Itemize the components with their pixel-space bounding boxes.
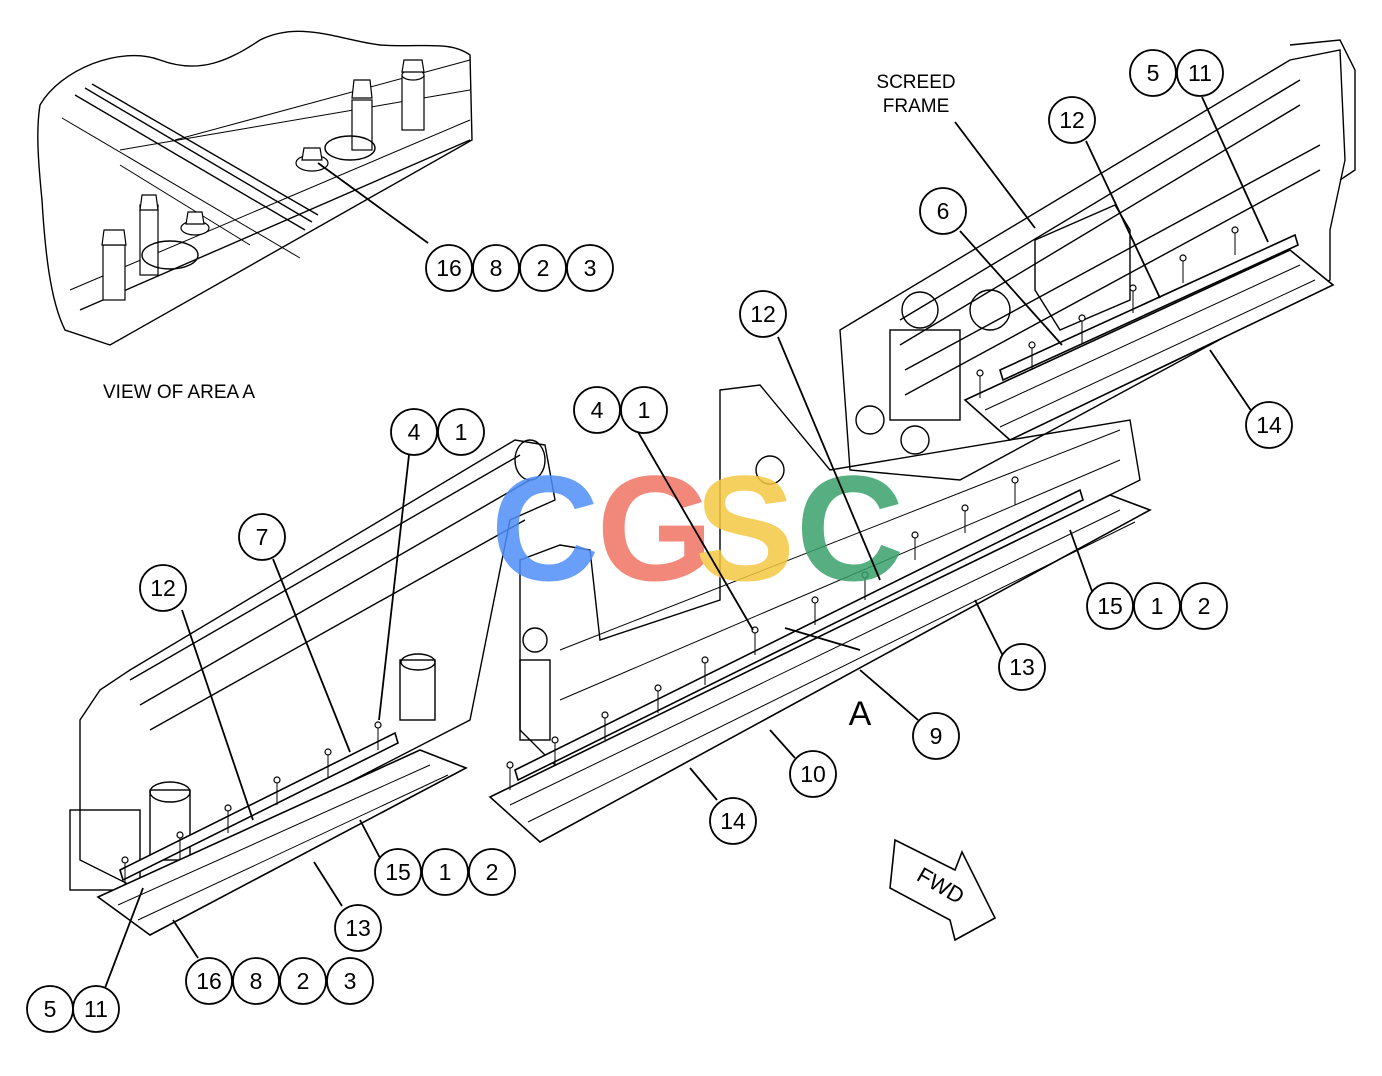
callout-top-right-12: 12 — [1048, 96, 1096, 144]
callout-right-15-1-2: 15 1 2 — [1086, 582, 1228, 630]
callout-15: 15 — [1097, 593, 1123, 619]
callout-bottom-16-8-2-3: 16 8 2 3 — [185, 957, 374, 1005]
strip-center-lower — [488, 494, 1152, 843]
callout-center-14: 14 — [709, 797, 757, 845]
callout-13: 13 — [1009, 654, 1035, 680]
callout-top-right-6: 6 — [919, 187, 967, 235]
callout-11: 11 — [1188, 60, 1212, 86]
area-a-marker: A — [849, 695, 872, 733]
watermark-c2: C — [796, 444, 904, 612]
screed-frame-label-line2: FRAME — [883, 96, 950, 117]
callout-1: 1 — [1151, 593, 1164, 619]
callout-4: 4 — [408, 419, 421, 445]
inset-caption: VIEW OF AREA A — [103, 382, 255, 403]
callout-5: 5 — [44, 996, 57, 1022]
callout-16: 16 — [436, 255, 462, 281]
strip-right-upper — [963, 249, 1335, 441]
callout-top-right-14: 14 — [1245, 401, 1293, 449]
callout-left-7: 7 — [238, 513, 286, 561]
screed-frame-label-line1: SCREED — [876, 72, 955, 93]
callout-right-13: 13 — [998, 643, 1046, 691]
callout-left-12: 12 — [139, 564, 187, 612]
callout-7: 7 — [256, 524, 269, 550]
inset-bolt-4 — [139, 194, 159, 276]
watermark-s: S — [695, 444, 795, 612]
callout-bottom-5-11: 5 11 — [26, 985, 120, 1033]
screed-frame-leader — [954, 121, 1036, 229]
callout-center-4-1: 4 1 — [573, 386, 668, 434]
callout-11: 11 — [84, 996, 108, 1022]
callout-2: 2 — [297, 968, 310, 994]
callout-inset-group: 16 8 2 3 — [425, 244, 614, 292]
callout-left-13: 13 — [334, 904, 382, 952]
callout-1: 1 — [455, 419, 468, 445]
callout-15: 15 — [385, 859, 411, 885]
callout-10: 10 — [800, 761, 826, 787]
inset-bolt-3 — [295, 147, 329, 172]
callout-top-right-5-11: 5 11 — [1129, 49, 1224, 97]
callout-12: 12 — [150, 575, 176, 601]
fwd-arrow: FWD — [889, 838, 997, 942]
watermark: C G S C — [491, 444, 904, 612]
callout-1: 1 — [638, 397, 651, 423]
callout-12: 12 — [750, 301, 776, 327]
callout-9: 9 — [930, 723, 943, 749]
callout-8: 8 — [250, 968, 263, 994]
left-frame — [69, 439, 556, 891]
callout-2: 2 — [537, 255, 550, 281]
strip-center-upper-bar — [514, 488, 1084, 782]
callout-8: 8 — [490, 255, 503, 281]
inset-bolt-6 — [180, 211, 210, 236]
callout-left-4-1: 4 1 — [390, 408, 485, 456]
callout-2: 2 — [486, 859, 499, 885]
strip-right-lower-bar — [999, 233, 1299, 382]
callout-14: 14 — [1256, 412, 1282, 438]
callout-center-10: 10 — [789, 750, 837, 798]
callout-14: 14 — [720, 808, 746, 834]
callout-5: 5 — [1147, 60, 1160, 86]
inset-bolt-2 — [351, 79, 373, 151]
callout-left-15-1-2: 15 1 2 — [374, 848, 516, 896]
inset-view-area-a: VIEW OF AREA A — [37, 30, 473, 403]
strip-left-lower — [96, 749, 468, 936]
callout-16: 16 — [196, 968, 222, 994]
callout-4: 4 — [591, 397, 604, 423]
screed-frame-right — [839, 39, 1356, 481]
strip-bolts — [121, 226, 1239, 885]
inset-bolt-5 — [101, 229, 127, 301]
callout-1: 1 — [439, 859, 452, 885]
callout-2: 2 — [1198, 593, 1211, 619]
callout-center-12: 12 — [739, 290, 787, 338]
callout-12: 12 — [1059, 107, 1085, 133]
callout-center-9: 9 — [912, 712, 960, 760]
callout-3: 3 — [344, 968, 357, 994]
callout-13: 13 — [345, 915, 371, 941]
inset-bolt-1 — [401, 59, 425, 131]
callout-6: 6 — [937, 198, 950, 224]
leader-lines — [104, 96, 1269, 989]
area-a-line — [784, 627, 861, 651]
callout-3: 3 — [584, 255, 597, 281]
watermark-c1: C — [491, 444, 599, 612]
